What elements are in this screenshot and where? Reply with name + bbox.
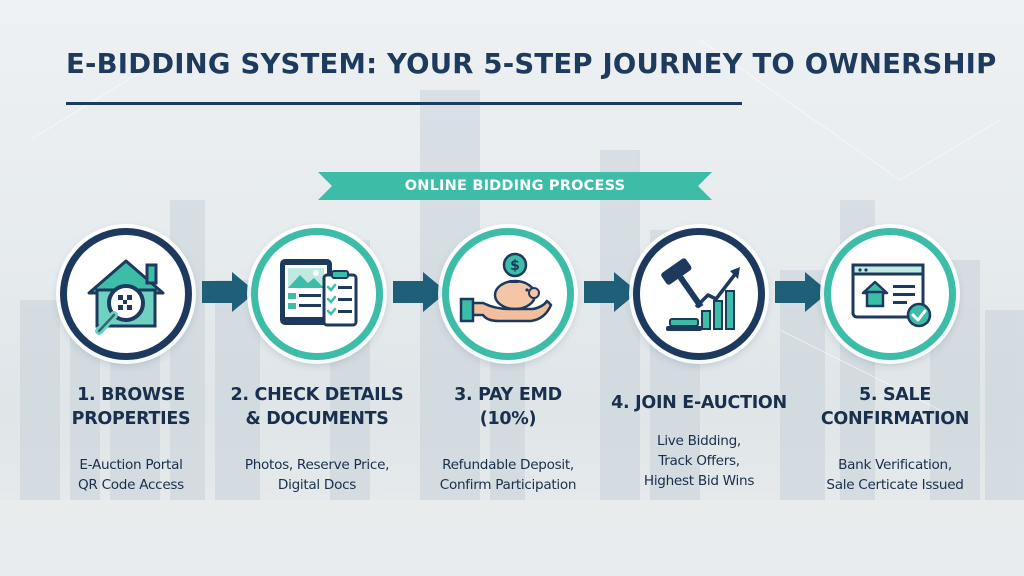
arrow-1-to-2 [202, 272, 256, 312]
step-1-circle [60, 228, 192, 360]
arrow-2-to-3 [393, 272, 447, 312]
certificate-check-icon [851, 263, 932, 328]
step-4-title: 4. JOIN E-AUCTION [611, 393, 787, 413]
step-2-circle [251, 228, 383, 360]
hand-piggy-bank-icon: $ [459, 252, 553, 323]
gavel-chart-icon [661, 258, 740, 331]
process-banner [318, 172, 712, 200]
banner-label: ONLINE BIDDING PROCESS [404, 178, 626, 194]
step-2-description: Photos, Reserve Price,Digital Docs [244, 457, 390, 493]
arrow-3-to-4 [584, 272, 638, 312]
step-3-title: 3. PAY EMD(10%) [454, 385, 562, 429]
title-underline [66, 102, 742, 105]
step-3-circle: $ [442, 228, 574, 360]
step-3-description: Refundable Deposit,Confirm Participation [439, 457, 577, 493]
tablet-checklist-icon [280, 259, 358, 327]
svg-text:$: $ [510, 258, 520, 274]
step-5-circle [824, 228, 956, 360]
step-5-description: Bank Verification,Sale Certicate Issued [826, 457, 964, 493]
page-title: E-BIDDING SYSTEM: YOUR 5-STEP JOURNEY TO… [66, 48, 997, 80]
arrow-4-to-5 [775, 272, 829, 312]
step-4-circle [633, 228, 765, 360]
step-2-title: 2. CHECK DETAILS& DOCUMENTS [230, 385, 404, 429]
house-search-icon [87, 259, 165, 335]
step-4-description: Live Bidding,Track Offers,Highest Bid Wi… [643, 433, 755, 489]
